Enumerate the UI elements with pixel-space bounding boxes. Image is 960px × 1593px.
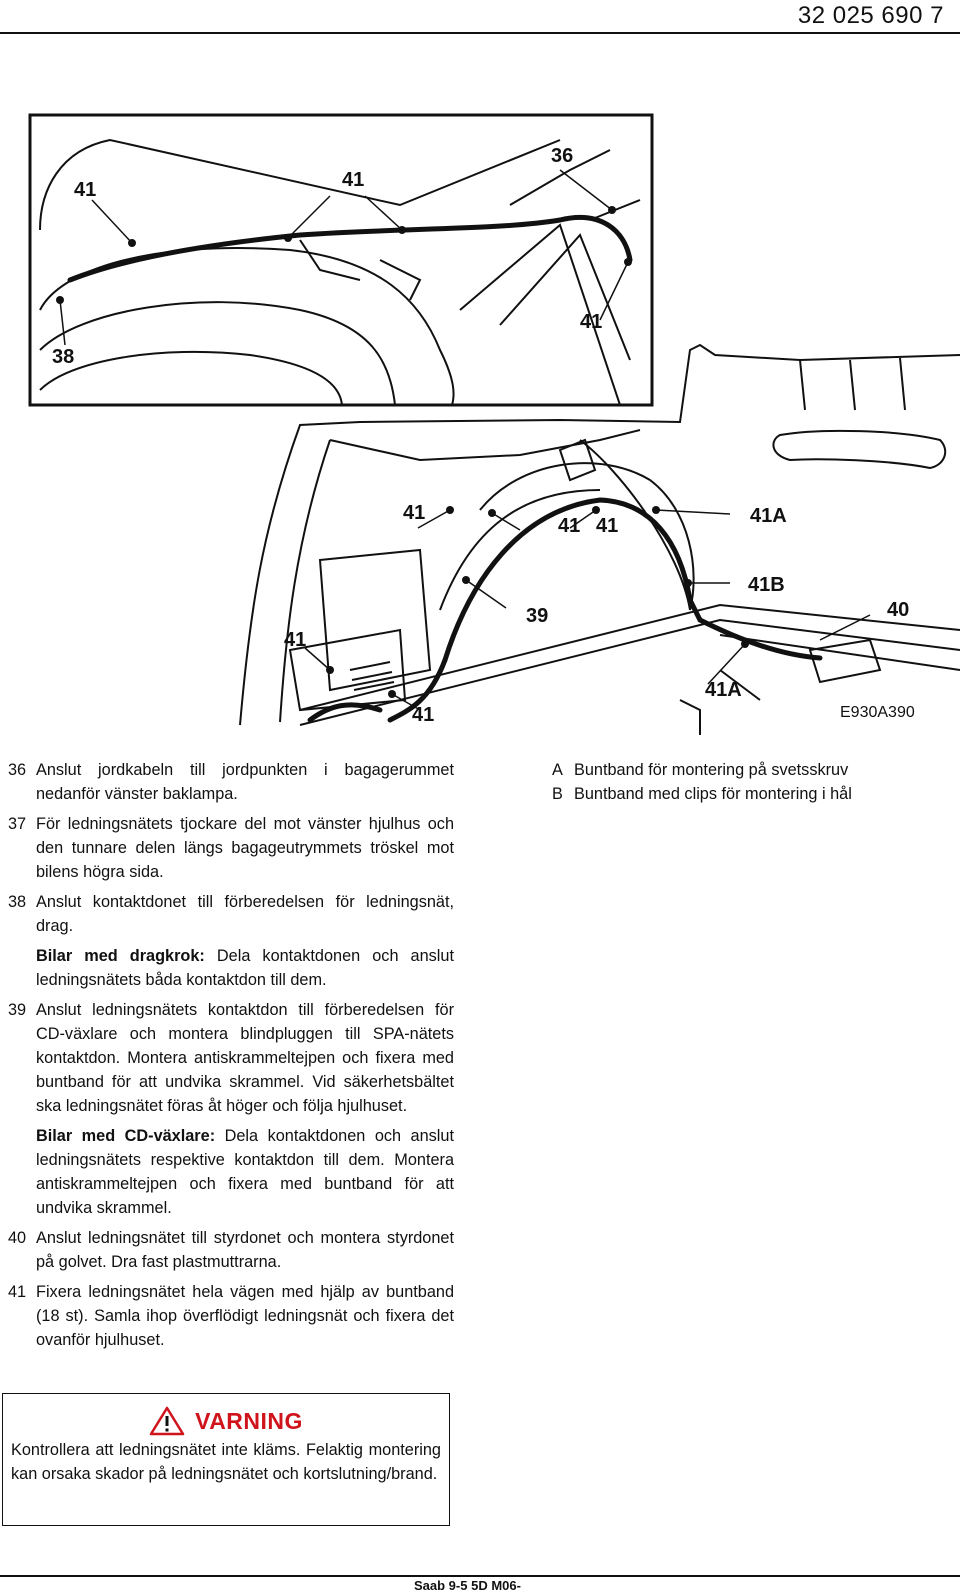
step-text: För ledningsnätets tjockare del mot väns… [36,815,454,881]
note-cd-changer: Bilar med CD-växlare: Dela kontaktdonen … [36,1124,454,1220]
step-40: 40 Anslut ledningsnätet till styrdonet o… [8,1226,454,1274]
callout-41-inset-c: 41 [580,311,602,333]
legend-key: B [552,785,563,803]
legend-item-a: A Buntband för montering på svetsskruv [552,758,952,782]
callout-36: 36 [551,145,573,167]
step-text: Anslut jordkabeln till jordpunkten i bag… [36,761,454,803]
callout-41-main-b: 41 [558,515,580,537]
step-text: Anslut kontaktdonet till förberedelsen f… [36,893,454,935]
document-number: 32 025 690 7 [797,2,944,29]
note-text: Dela kontaktdonen och anslut ledningsnät… [36,1127,454,1217]
legend-text: Buntband för montering på svetsskruv [574,761,849,779]
instructions-list: 36 Anslut jordkabeln till jordpunkten i … [8,758,454,1358]
legend-item-b: B Buntband med clips för montering i hål [552,782,952,806]
legend-text: Buntband med clips för montering i hål [574,785,852,803]
warning-text: Kontrollera att ledningsnätet inte kläms… [11,1441,441,1483]
callout-39: 39 [526,605,548,627]
callout-41-inset-a: 41 [74,179,96,201]
step-36: 36 Anslut jordkabeln till jordpunkten i … [8,758,454,806]
warning-title: VARNING [195,1407,303,1434]
callout-41-left: 41 [284,629,306,651]
callout-41A-top: 41A [750,505,787,527]
header-rule [0,32,960,34]
footer-model: Saab 9-5 5D M06- [414,1578,521,1593]
note-towbar: Bilar med dragkrok: Dela kontaktdonen oc… [36,944,454,992]
wiring-installation-figure: 36 41 41 41 38 41 41 41 41A 41B 40 39 41… [28,113,960,735]
step-37: 37 För ledningsnätets tjockare del mot v… [8,812,454,884]
callout-41-inset-b: 41 [342,169,364,191]
step-number: 37 [8,815,27,833]
warning-header: VARNING [11,1406,441,1436]
callout-41-bottom: 41 [412,704,434,726]
step-number: 40 [8,1229,27,1247]
figure-code: E930A390 [840,704,915,721]
footer-rule [0,1575,960,1577]
step-39: 39 Anslut ledningsnätets kontaktdon till… [8,998,454,1118]
callout-41A-bottom: 41A [705,679,742,701]
callout-38: 38 [52,346,74,368]
callout-41-main-a: 41 [403,502,425,524]
note-heading: Bilar med CD-växlare: [36,1127,216,1145]
callout-41B: 41B [748,574,785,596]
step-text: Fixera ledningsnätet hela vägen med hjäl… [36,1283,454,1349]
step-number: 39 [8,1001,27,1019]
step-number: 38 [8,893,27,911]
step-number: 41 [8,1283,27,1301]
step-text: Anslut ledningsnätet till styrdonet och … [36,1229,454,1271]
step-38: 38 Anslut kontaktdonet till förberedelse… [8,890,454,938]
warning-box: VARNING Kontrollera att ledningsnätet in… [2,1393,450,1526]
warning-triangle-icon [149,1406,185,1436]
callout-41-main-c: 41 [596,515,618,537]
step-41: 41 Fixera ledningsnätet hela vägen med h… [8,1280,454,1352]
note-heading: Bilar med dragkrok: [36,947,205,965]
legend: A Buntband för montering på svetsskruv B… [552,758,952,806]
callout-40: 40 [887,599,909,621]
note-text: Dela kontaktdonen och anslut ledningsnät… [36,947,454,989]
step-number: 36 [8,761,27,779]
step-text: Anslut ledningsnätets kontaktdon till fö… [36,1001,454,1115]
legend-key: A [552,761,563,779]
